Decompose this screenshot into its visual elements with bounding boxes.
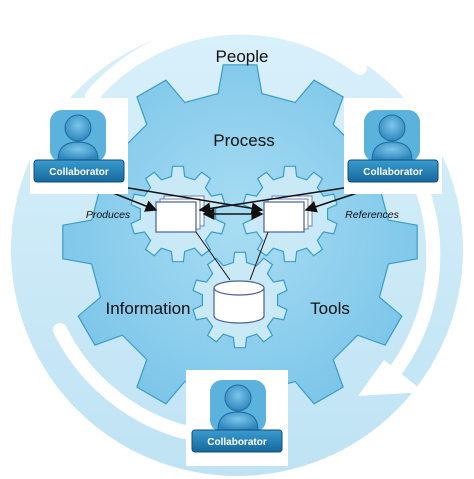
collaborator-card-right[interactable]: Collaborator <box>344 98 442 194</box>
collaborator-label: Collaborator <box>207 437 267 448</box>
cycle-arrow-icon <box>53 20 441 439</box>
produces-label: Produces <box>86 209 131 221</box>
collaborator-label: Collaborator <box>49 167 109 178</box>
information-label: Information <box>105 299 190 318</box>
collaborator-card-bottom[interactable]: Collaborator <box>186 370 288 466</box>
person-icon <box>50 110 106 162</box>
tools-label: Tools <box>310 299 350 318</box>
document-stack-icon <box>263 195 313 233</box>
collaborator-card-left[interactable]: Collaborator <box>30 98 128 194</box>
process-label: Process <box>213 131 274 150</box>
references-label: References <box>345 209 399 221</box>
person-icon <box>210 380 266 432</box>
person-icon <box>364 110 420 162</box>
database-cylinder-icon <box>213 280 265 324</box>
people-label: People <box>216 47 269 66</box>
document-stack-icon <box>155 195 205 233</box>
collaborator-label: Collaborator <box>363 167 423 178</box>
